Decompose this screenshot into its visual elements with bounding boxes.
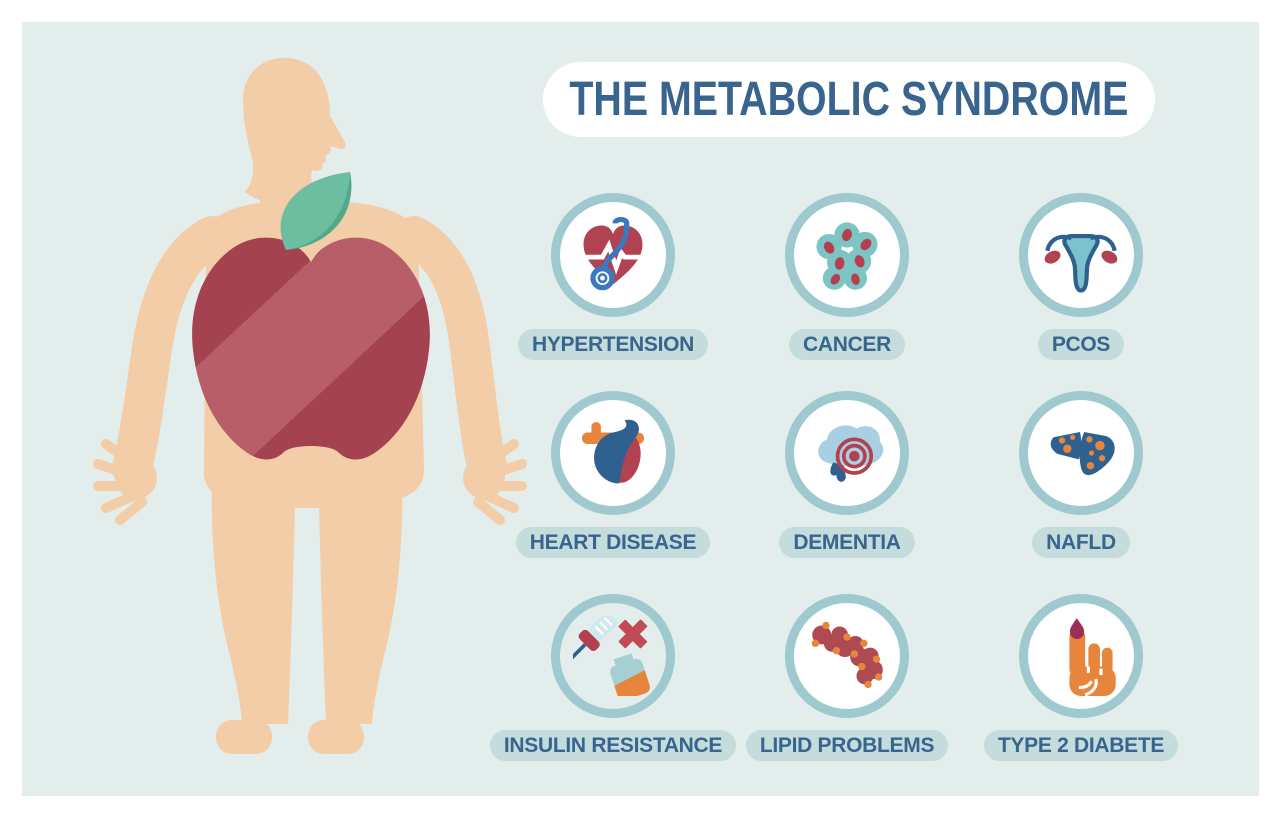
label-pill: CANCER bbox=[788, 329, 906, 360]
nafld-badge bbox=[1019, 391, 1143, 515]
heart-disease-badge bbox=[551, 391, 675, 515]
heart-ecg-stethoscope-icon bbox=[583, 216, 643, 291]
condition-type-2-diabetes: TYPE 2 DIABETE bbox=[983, 594, 1179, 804]
label-pill: TYPE 2 DIABETE bbox=[983, 730, 1179, 761]
page-title: THE METABOLIC SYNDROME bbox=[569, 73, 1129, 126]
anatomical-heart-icon bbox=[581, 419, 645, 484]
conditions-grid: HYPERTENSION bbox=[489, 193, 1198, 804]
condition-dementia: DEMENTIA bbox=[779, 391, 915, 594]
condition-nafld: NAFLD bbox=[1019, 391, 1143, 594]
condition-label: HEART DISEASE bbox=[529, 530, 697, 554]
dementia-badge bbox=[784, 391, 909, 515]
condition-label: PCOS bbox=[1051, 332, 1111, 356]
label-pill: DEMENTIA bbox=[779, 527, 915, 558]
fatty-liver-icon bbox=[1050, 431, 1115, 476]
cancer-badge bbox=[785, 193, 909, 317]
condition-label: DEMENTIA bbox=[793, 530, 901, 554]
condition-label: LIPID PROBLEMS bbox=[759, 733, 935, 757]
condition-insulin-resistance: INSULIN RESISTANCE bbox=[489, 594, 737, 804]
arms bbox=[112, 216, 507, 488]
label-pill: HYPERTENSION bbox=[517, 329, 709, 360]
leaf-shape bbox=[280, 172, 352, 250]
cancer-cells-icon bbox=[816, 222, 878, 290]
condition-label: TYPE 2 DIABETE bbox=[997, 733, 1165, 757]
condition-label: INSULIN RESISTANCE bbox=[503, 733, 723, 757]
type-2-diabetes-badge bbox=[1018, 594, 1143, 718]
condition-heart-disease: HEART DISEASE bbox=[515, 391, 711, 594]
condition-label: CANCER bbox=[802, 332, 892, 356]
pcos-badge bbox=[1019, 193, 1143, 317]
condition-cancer: CANCER bbox=[785, 193, 909, 391]
label-pill: LIPID PROBLEMS bbox=[745, 730, 949, 761]
label-pill: INSULIN RESISTANCE bbox=[489, 730, 737, 761]
insulin-resistance-badge bbox=[551, 594, 675, 718]
title-banner: THE METABOLIC SYNDROME bbox=[543, 62, 1155, 137]
condition-pcos: PCOS bbox=[1019, 193, 1143, 391]
infographic-canvas: THE METABOLIC SYNDROME HYPERTENSION bbox=[22, 22, 1259, 796]
syringe-vial-cross-icon bbox=[573, 616, 650, 696]
obese-body-apple-figure bbox=[93, 57, 527, 754]
label-pill: NAFLD bbox=[1032, 527, 1130, 558]
lipid-molecule-chain-icon bbox=[811, 621, 883, 689]
condition-label: HYPERTENSION bbox=[531, 332, 695, 356]
apple-shape bbox=[192, 237, 430, 460]
brain-target-icon bbox=[818, 425, 884, 482]
hypertension-badge bbox=[551, 193, 675, 317]
condition-label: NAFLD bbox=[1046, 530, 1116, 554]
condition-hypertension: HYPERTENSION bbox=[517, 193, 709, 391]
condition-lipid-problems: LIPID PROBLEMS bbox=[745, 594, 949, 804]
finger-blood-drop-icon bbox=[1069, 618, 1116, 696]
label-pill: HEART DISEASE bbox=[515, 527, 711, 558]
uterus-icon bbox=[1044, 233, 1118, 293]
label-pill: PCOS bbox=[1037, 329, 1125, 360]
fingers bbox=[93, 439, 527, 525]
lipid-problems-badge bbox=[785, 594, 909, 718]
